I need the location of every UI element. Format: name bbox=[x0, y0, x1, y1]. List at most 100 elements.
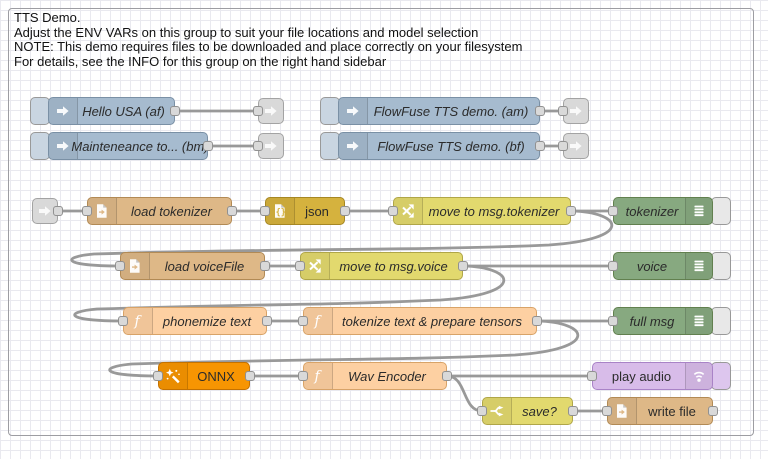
input-port[interactable] bbox=[608, 261, 618, 271]
output-port[interactable] bbox=[262, 316, 272, 326]
input-port[interactable] bbox=[153, 371, 163, 381]
node-body[interactable]: tokenizer bbox=[613, 197, 713, 225]
input-port[interactable] bbox=[388, 206, 398, 216]
node-debug-voice[interactable]: voice bbox=[608, 252, 731, 280]
node-link-out-3[interactable] bbox=[558, 98, 589, 124]
input-port[interactable] bbox=[253, 106, 263, 116]
input-port[interactable] bbox=[558, 106, 568, 116]
output-port[interactable] bbox=[203, 141, 213, 151]
node-link-out-4[interactable] bbox=[558, 133, 589, 159]
node-label: FlowFuse TTS demo. (bf) bbox=[377, 138, 525, 154]
node-play-audio[interactable]: play audio bbox=[587, 362, 731, 390]
input-port[interactable] bbox=[298, 371, 308, 381]
inject-button[interactable] bbox=[320, 97, 340, 125]
node-inject-maintenance[interactable]: Mainteneance to... (bm) bbox=[30, 132, 213, 160]
node-body[interactable]: FlowFuse TTS demo. (bf) bbox=[338, 132, 540, 160]
output-port[interactable] bbox=[566, 206, 576, 216]
input-port[interactable] bbox=[608, 206, 618, 216]
output-port[interactable] bbox=[260, 261, 270, 271]
node-body[interactable]: FlowFuse TTS demo. (am) bbox=[338, 97, 540, 125]
node-body[interactable]: play audio bbox=[592, 362, 713, 390]
node-body[interactable]: Hello USA (af) bbox=[48, 97, 175, 125]
node-body[interactable]: move to msg.tokenizer bbox=[393, 197, 571, 225]
node-body[interactable]: write file bbox=[607, 397, 713, 425]
node-body[interactable]: voice bbox=[613, 252, 713, 280]
node-inject-bf[interactable]: FlowFuse TTS demo. (bf) bbox=[320, 132, 545, 160]
inject-button[interactable] bbox=[320, 132, 340, 160]
input-port[interactable] bbox=[260, 206, 270, 216]
node-write-file[interactable]: write file bbox=[602, 397, 718, 425]
node-load-voicefile[interactable]: load voiceFile bbox=[115, 252, 270, 280]
debug-toggle-button[interactable] bbox=[711, 252, 731, 280]
link-out-icon bbox=[564, 103, 588, 119]
group-border[interactable] bbox=[8, 8, 754, 436]
debug-icon bbox=[685, 198, 712, 224]
node-save-switch[interactable]: save? bbox=[477, 397, 578, 425]
node-link-out-2[interactable] bbox=[253, 133, 284, 159]
node-onnx[interactable]: ONNX bbox=[153, 362, 255, 390]
node-body[interactable]: Mainteneance to... (bm) bbox=[48, 132, 208, 160]
node-body[interactable]: load voiceFile bbox=[120, 252, 265, 280]
input-port[interactable] bbox=[82, 206, 92, 216]
input-port[interactable] bbox=[253, 141, 263, 151]
node-body[interactable]: move to msg.voice bbox=[300, 252, 463, 280]
input-port[interactable] bbox=[587, 371, 597, 381]
input-port[interactable] bbox=[118, 316, 128, 326]
output-port[interactable] bbox=[532, 316, 542, 326]
node-body[interactable]: {}json bbox=[265, 197, 345, 225]
output-port[interactable] bbox=[535, 141, 545, 151]
node-body[interactable]: full msg bbox=[613, 307, 713, 335]
node-body[interactable]: load tokenizer bbox=[87, 197, 232, 225]
node-link-in-1[interactable] bbox=[32, 198, 63, 224]
node-action-button[interactable] bbox=[711, 362, 731, 390]
output-port[interactable] bbox=[568, 406, 578, 416]
node-debug-fullmsg[interactable]: full msg bbox=[608, 307, 731, 335]
node-body[interactable]: ONNX bbox=[158, 362, 250, 390]
node-inject-hello[interactable]: Hello USA (af) bbox=[30, 97, 180, 125]
input-port[interactable] bbox=[477, 406, 487, 416]
node-body[interactable]: save? bbox=[482, 397, 573, 425]
output-port[interactable] bbox=[227, 206, 237, 216]
input-port[interactable] bbox=[608, 316, 618, 326]
wire-move-tokenizer-to-load-voicefile[interactable] bbox=[70, 209, 614, 268]
node-body[interactable] bbox=[32, 198, 58, 224]
node-label: Mainteneance to... (bm) bbox=[71, 138, 208, 154]
node-link-out-1[interactable] bbox=[253, 98, 284, 124]
output-port[interactable] bbox=[53, 206, 63, 216]
output-port[interactable] bbox=[458, 261, 468, 271]
node-load-tokenizer[interactable]: load tokenizer bbox=[82, 197, 237, 225]
debug-toggle-button[interactable] bbox=[711, 307, 731, 335]
debug-toggle-button[interactable] bbox=[711, 197, 731, 225]
wire-wav-encoder-to-save-switch[interactable] bbox=[445, 374, 484, 413]
wire-move-voice-to-phonemize[interactable] bbox=[73, 264, 506, 323]
input-port[interactable] bbox=[602, 406, 612, 416]
output-port[interactable] bbox=[442, 371, 452, 381]
node-json[interactable]: {}json bbox=[260, 197, 350, 225]
node-move-tokenizer[interactable]: move to msg.tokenizer bbox=[388, 197, 576, 225]
node-inject-am[interactable]: FlowFuse TTS demo. (am) bbox=[320, 97, 545, 125]
input-port[interactable] bbox=[115, 261, 125, 271]
node-debug-tokenizer[interactable]: tokenizer bbox=[608, 197, 731, 225]
output-port[interactable] bbox=[535, 106, 545, 116]
node-move-voice[interactable]: move to msg.voice bbox=[295, 252, 468, 280]
debug-icon bbox=[685, 253, 712, 279]
input-port[interactable] bbox=[295, 261, 305, 271]
output-port[interactable] bbox=[708, 406, 718, 416]
output-port[interactable] bbox=[340, 206, 350, 216]
output-port[interactable] bbox=[245, 371, 255, 381]
inject-button[interactable] bbox=[30, 132, 50, 160]
input-port[interactable] bbox=[298, 316, 308, 326]
change-icon bbox=[301, 253, 330, 279]
file-in-icon bbox=[121, 253, 150, 279]
output-port[interactable] bbox=[170, 106, 180, 116]
input-port[interactable] bbox=[558, 141, 568, 151]
inject-button[interactable] bbox=[30, 97, 50, 125]
wire-tokenize-to-onnx[interactable] bbox=[108, 319, 580, 378]
